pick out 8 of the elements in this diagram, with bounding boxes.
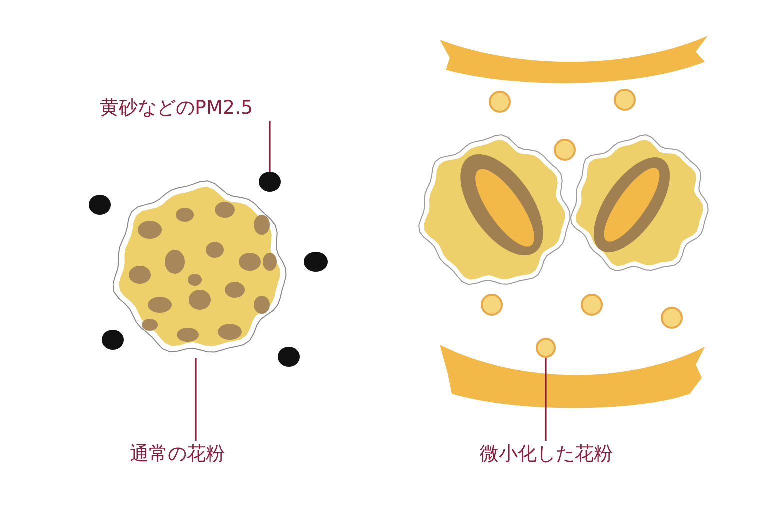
leader-line <box>269 121 271 172</box>
leader-line <box>545 358 547 441</box>
callout-label: 黄砂などのPM2.5 <box>100 95 278 121</box>
callout-label: 通常の花粉 <box>130 441 260 467</box>
particle-dot <box>259 172 281 192</box>
callout-label: 微小化した花粉 <box>480 441 650 467</box>
small-pollen-dot <box>536 338 556 358</box>
leader-line <box>195 358 197 441</box>
